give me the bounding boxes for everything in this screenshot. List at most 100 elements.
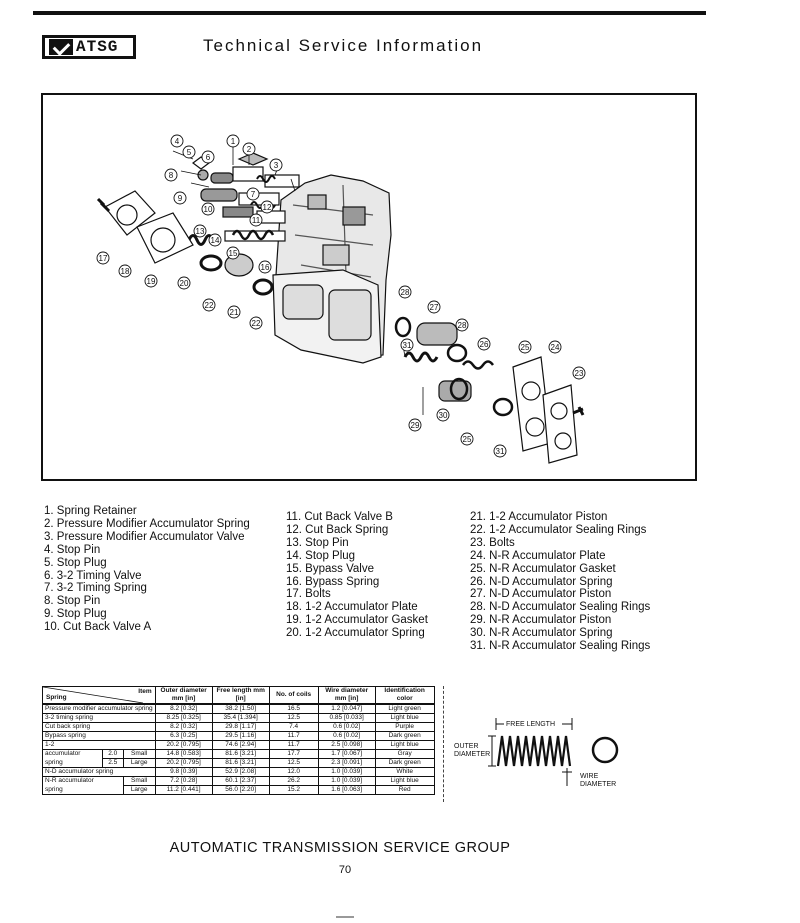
- table-row: N-D accumulator spring 9.8 [0.39]52.9 [2…: [42, 767, 435, 777]
- svg-text:22: 22: [205, 301, 214, 310]
- svg-text:13: 13: [196, 227, 205, 236]
- legend-item: 27. N-D Accumulator Piston: [470, 588, 612, 601]
- legend-item: 28. N-D Accumulator Sealing Rings: [470, 601, 651, 614]
- spring-spec-table: Item Spring Outer diameter mm [in] Free …: [42, 686, 435, 795]
- svg-text:28: 28: [458, 321, 467, 330]
- legend-column-1: 1. Spring Retainer 2. Pressure Modifier …: [44, 505, 250, 634]
- svg-text:29: 29: [411, 421, 420, 430]
- svg-text:12: 12: [263, 203, 272, 212]
- svg-text:26: 26: [480, 340, 489, 349]
- scan-mark: [336, 916, 354, 918]
- col-header: Identification color: [374, 686, 435, 705]
- table-row: Pressure modifier accumulator spring 8.2…: [42, 703, 435, 714]
- legend-item: 21. 1-2 Accumulator Piston: [470, 511, 608, 523]
- legend-item: 13. Stop Pin: [286, 536, 349, 549]
- wire-diameter-label: DIAMETER: [580, 781, 616, 788]
- svg-text:21: 21: [230, 308, 239, 317]
- legend-item: 8. Stop Pin: [44, 595, 101, 608]
- legend-item: 7. 3-2 Timing Spring: [44, 582, 147, 595]
- exploded-view-diagram: 4 1 2 5 6 3 8 9 7 10 12 11 13 14 15 16 1…: [41, 93, 697, 481]
- legend-item: 25. N-R Accumulator Gasket: [470, 562, 616, 575]
- svg-text:22: 22: [252, 319, 261, 328]
- table-row: Cut back spring 8.2 [0.32]29.8 [1.17]7.4…: [42, 722, 435, 732]
- legend-item: 10. Cut Back Valve A: [44, 621, 152, 634]
- table-corner-header: Item Spring: [42, 686, 156, 705]
- legend-item: 15. Bypass Valve: [286, 562, 375, 575]
- legend-column-3: 21. 1-2 Accumulator Piston 22. 1-2 Accum…: [470, 511, 650, 653]
- legend-item: 12. Cut Back Spring: [286, 523, 389, 536]
- svg-text:16: 16: [261, 263, 270, 272]
- legend-item: 3. Pressure Modifier Accumulator Valve: [44, 530, 245, 543]
- legend-item: 18. 1-2 Accumulator Plate: [286, 601, 418, 614]
- legend-item: 11. Cut Back Valve B: [286, 511, 393, 523]
- col-header: No. of coils: [268, 686, 319, 705]
- legend-item: 16. Bypass Spring: [286, 575, 380, 588]
- spring-drawing: FREE LENGTH OUTER DIAMETER WIRE DIAMETER: [454, 718, 619, 788]
- legend-item: 30. N-R Accumulator Spring: [470, 627, 613, 640]
- svg-text:7: 7: [251, 190, 256, 199]
- legend-item: 20. 1-2 Accumulator Spring: [286, 627, 425, 640]
- free-length-label: FREE LENGTH: [506, 721, 555, 728]
- legend-item: 6. 3-2 Timing Valve: [44, 569, 142, 582]
- svg-text:25: 25: [521, 343, 530, 352]
- svg-text:19: 19: [147, 277, 156, 286]
- legend-item: 31. N-R Accumulator Sealing Rings: [470, 640, 651, 653]
- svg-text:1: 1: [231, 137, 236, 146]
- svg-text:30: 30: [439, 411, 448, 420]
- wire-label: WIRE: [580, 773, 599, 780]
- svg-text:3: 3: [274, 161, 279, 170]
- svg-text:23: 23: [575, 369, 584, 378]
- header-rule: [33, 11, 706, 15]
- svg-text:27: 27: [430, 303, 439, 312]
- svg-text:5: 5: [187, 148, 192, 157]
- page-number: 70: [338, 864, 352, 876]
- page-title: Technical Service Information: [203, 36, 484, 55]
- svg-text:11: 11: [252, 216, 261, 225]
- svg-text:31: 31: [403, 341, 412, 350]
- legend-item: 26. N-D Accumulator Spring: [470, 575, 613, 588]
- spring-dimension-diagram: FREE LENGTH OUTER DIAMETER WIRE DIAMETER: [443, 686, 629, 802]
- svg-text:4: 4: [175, 137, 180, 146]
- svg-text:20: 20: [180, 279, 189, 288]
- svg-text:25: 25: [463, 435, 472, 444]
- table-row: 3-2 timing spring 8.25 [0.325]35.4 [1.39…: [42, 713, 435, 723]
- svg-text:2: 2: [247, 145, 252, 154]
- table-row: spring Large 11.2 [0.441]56.0 [2.20]15.2…: [42, 785, 435, 795]
- svg-text:10: 10: [204, 205, 213, 214]
- svg-text:15: 15: [229, 249, 238, 258]
- valve-body-illustration: 4 1 2 5 6 3 8 9 7 10 12 11 13 14 15 16 1…: [96, 134, 586, 464]
- legend-item: 29. N-R Accumulator Piston: [470, 614, 612, 627]
- col-header: Wire diameter mm [in]: [317, 686, 376, 705]
- svg-text:28: 28: [401, 288, 410, 297]
- legend-item: 14. Stop Plug: [286, 549, 356, 562]
- legend-item: 4. Stop Pin: [44, 543, 101, 556]
- svg-text:14: 14: [211, 236, 220, 245]
- legend-column-2: 11. Cut Back Valve B 12. Cut Back Spring…: [286, 511, 428, 640]
- legend-item: 17. Bolts: [286, 588, 331, 601]
- table-row: N-R accumulator Small 7.2 [0.28]60.1 [2.…: [42, 776, 435, 786]
- legend-item: 9. Stop Plug: [44, 608, 107, 621]
- diagram-callouts: 4 1 2 5 6 3 8 9 7 10 12 11 13 14 15 16 1…: [99, 137, 584, 456]
- svg-text:31: 31: [496, 447, 505, 456]
- svg-text:9: 9: [178, 194, 183, 203]
- logo-text: ATSG: [76, 38, 119, 56]
- legend-item: 24. N-R Accumulator Plate: [470, 549, 606, 562]
- col-header: Free length mm [in]: [211, 686, 270, 705]
- legend-item: 2. Pressure Modifier Accumulator Spring: [44, 517, 250, 530]
- col-header: Outer diameter mm [in]: [154, 686, 213, 705]
- svg-text:8: 8: [169, 171, 174, 180]
- legend-item: 23. Bolts: [470, 536, 515, 549]
- check-mark-icon: [49, 39, 73, 55]
- legend-item: 19. 1-2 Accumulator Gasket: [286, 614, 428, 627]
- svg-text:6: 6: [206, 153, 211, 162]
- footer-org: AUTOMATIC TRANSMISSION SERVICE GROUP: [169, 840, 511, 856]
- legend-item: 1. Spring Retainer: [44, 505, 137, 517]
- svg-text:17: 17: [99, 254, 108, 263]
- svg-text:18: 18: [121, 267, 130, 276]
- legend-item: 5. Stop Plug: [44, 556, 107, 569]
- atsg-logo: ATSG: [42, 35, 136, 59]
- outer-label: OUTER: [454, 743, 479, 750]
